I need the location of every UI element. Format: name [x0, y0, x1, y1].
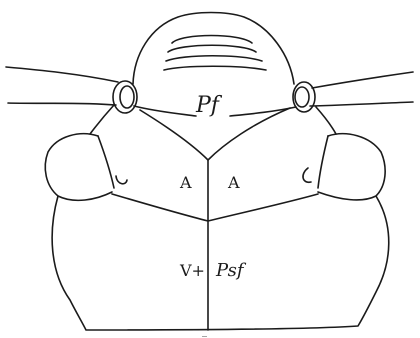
- label-a-left: A: [179, 173, 192, 192]
- label-psf: Psf: [215, 260, 247, 281]
- label-bottom-mark: _: [202, 326, 207, 337]
- label-a-right: A: [227, 173, 240, 192]
- label-v-plus: V+: [179, 261, 205, 280]
- label-pf: Pf: [195, 93, 223, 118]
